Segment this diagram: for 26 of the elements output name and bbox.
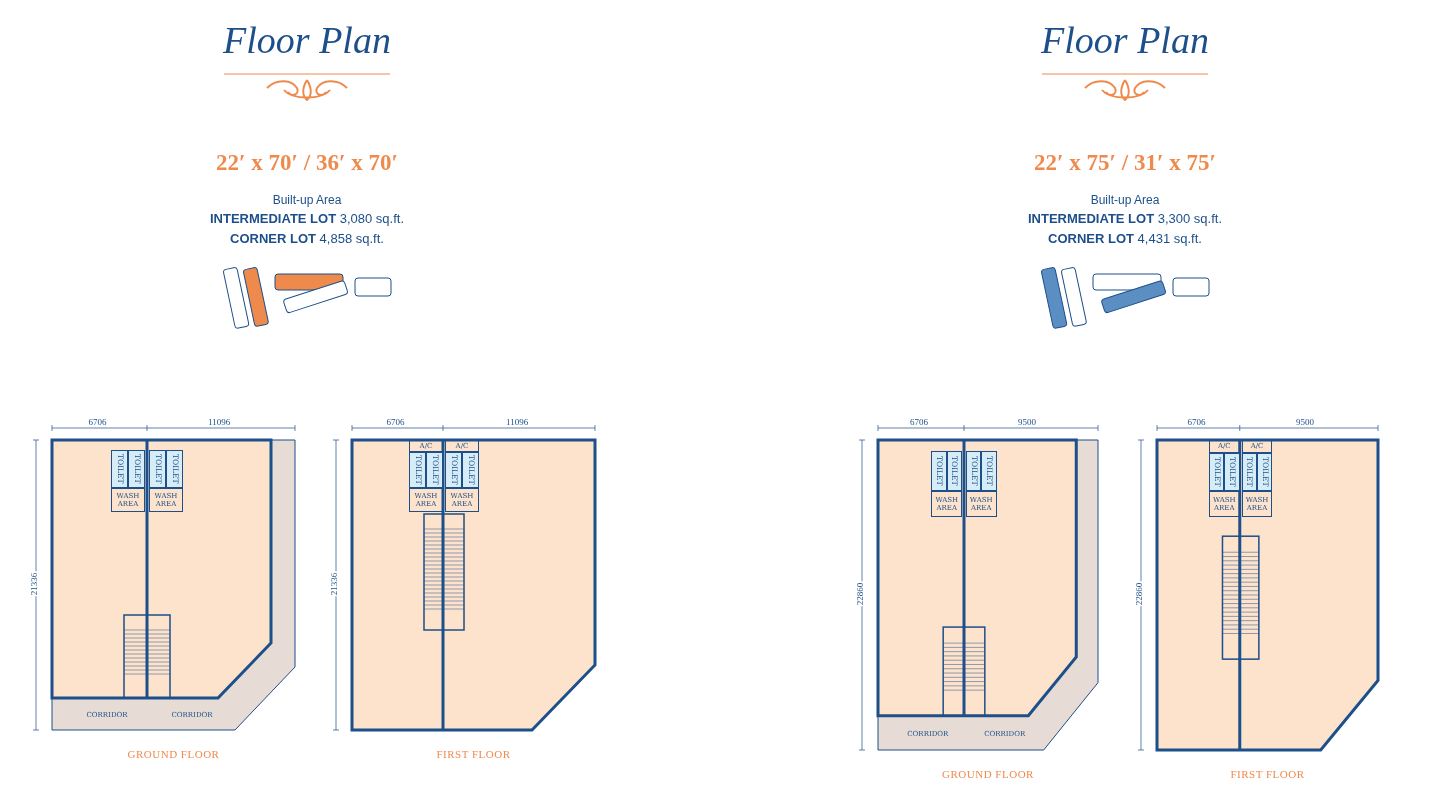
floor-heading: FIRST FLOOR	[435, 748, 512, 760]
dimension-label: 6706	[1186, 417, 1207, 427]
area-text: CORNER LOT 4,858 sq.ft.	[229, 231, 385, 246]
area-text: CORNER LOT 4,431 sq.ft.	[1047, 231, 1203, 246]
title: Floor Plan	[222, 18, 392, 62]
area-caption: Built-up Area	[271, 193, 343, 207]
dimension-label: 9500	[1017, 417, 1037, 427]
area-text: INTERMEDIATE LOT 3,300 sq.ft.	[1026, 211, 1224, 226]
dimension-label: 6706	[909, 417, 929, 427]
dimension-label: 21336	[329, 571, 340, 597]
floor-heading: GROUND FLOOR	[941, 768, 1035, 780]
size-heading: 22′ x 75′ / 31′ x 75′	[1033, 150, 1217, 176]
dimension-label: 22860	[1134, 581, 1145, 607]
dimension-label: 22860	[855, 581, 866, 607]
dimension-label: 11096	[505, 417, 530, 427]
size-heading: 22′ x 70′ / 36′ x 70′	[215, 150, 399, 176]
dimension-label: 6706	[87, 417, 108, 427]
area-text: INTERMEDIATE LOT 3,080 sq.ft.	[208, 211, 406, 226]
area-caption: Built-up Area	[1089, 193, 1161, 207]
dimension-label: 21336	[29, 571, 40, 597]
floor-heading: GROUND FLOOR	[126, 748, 221, 760]
dimension-label: 6706	[385, 417, 406, 427]
title: Floor Plan	[1040, 18, 1210, 62]
dimension-label: 9500	[1294, 417, 1315, 427]
dimension-label: 11096	[207, 417, 232, 427]
floor-heading: FIRST FLOOR	[1229, 768, 1306, 780]
